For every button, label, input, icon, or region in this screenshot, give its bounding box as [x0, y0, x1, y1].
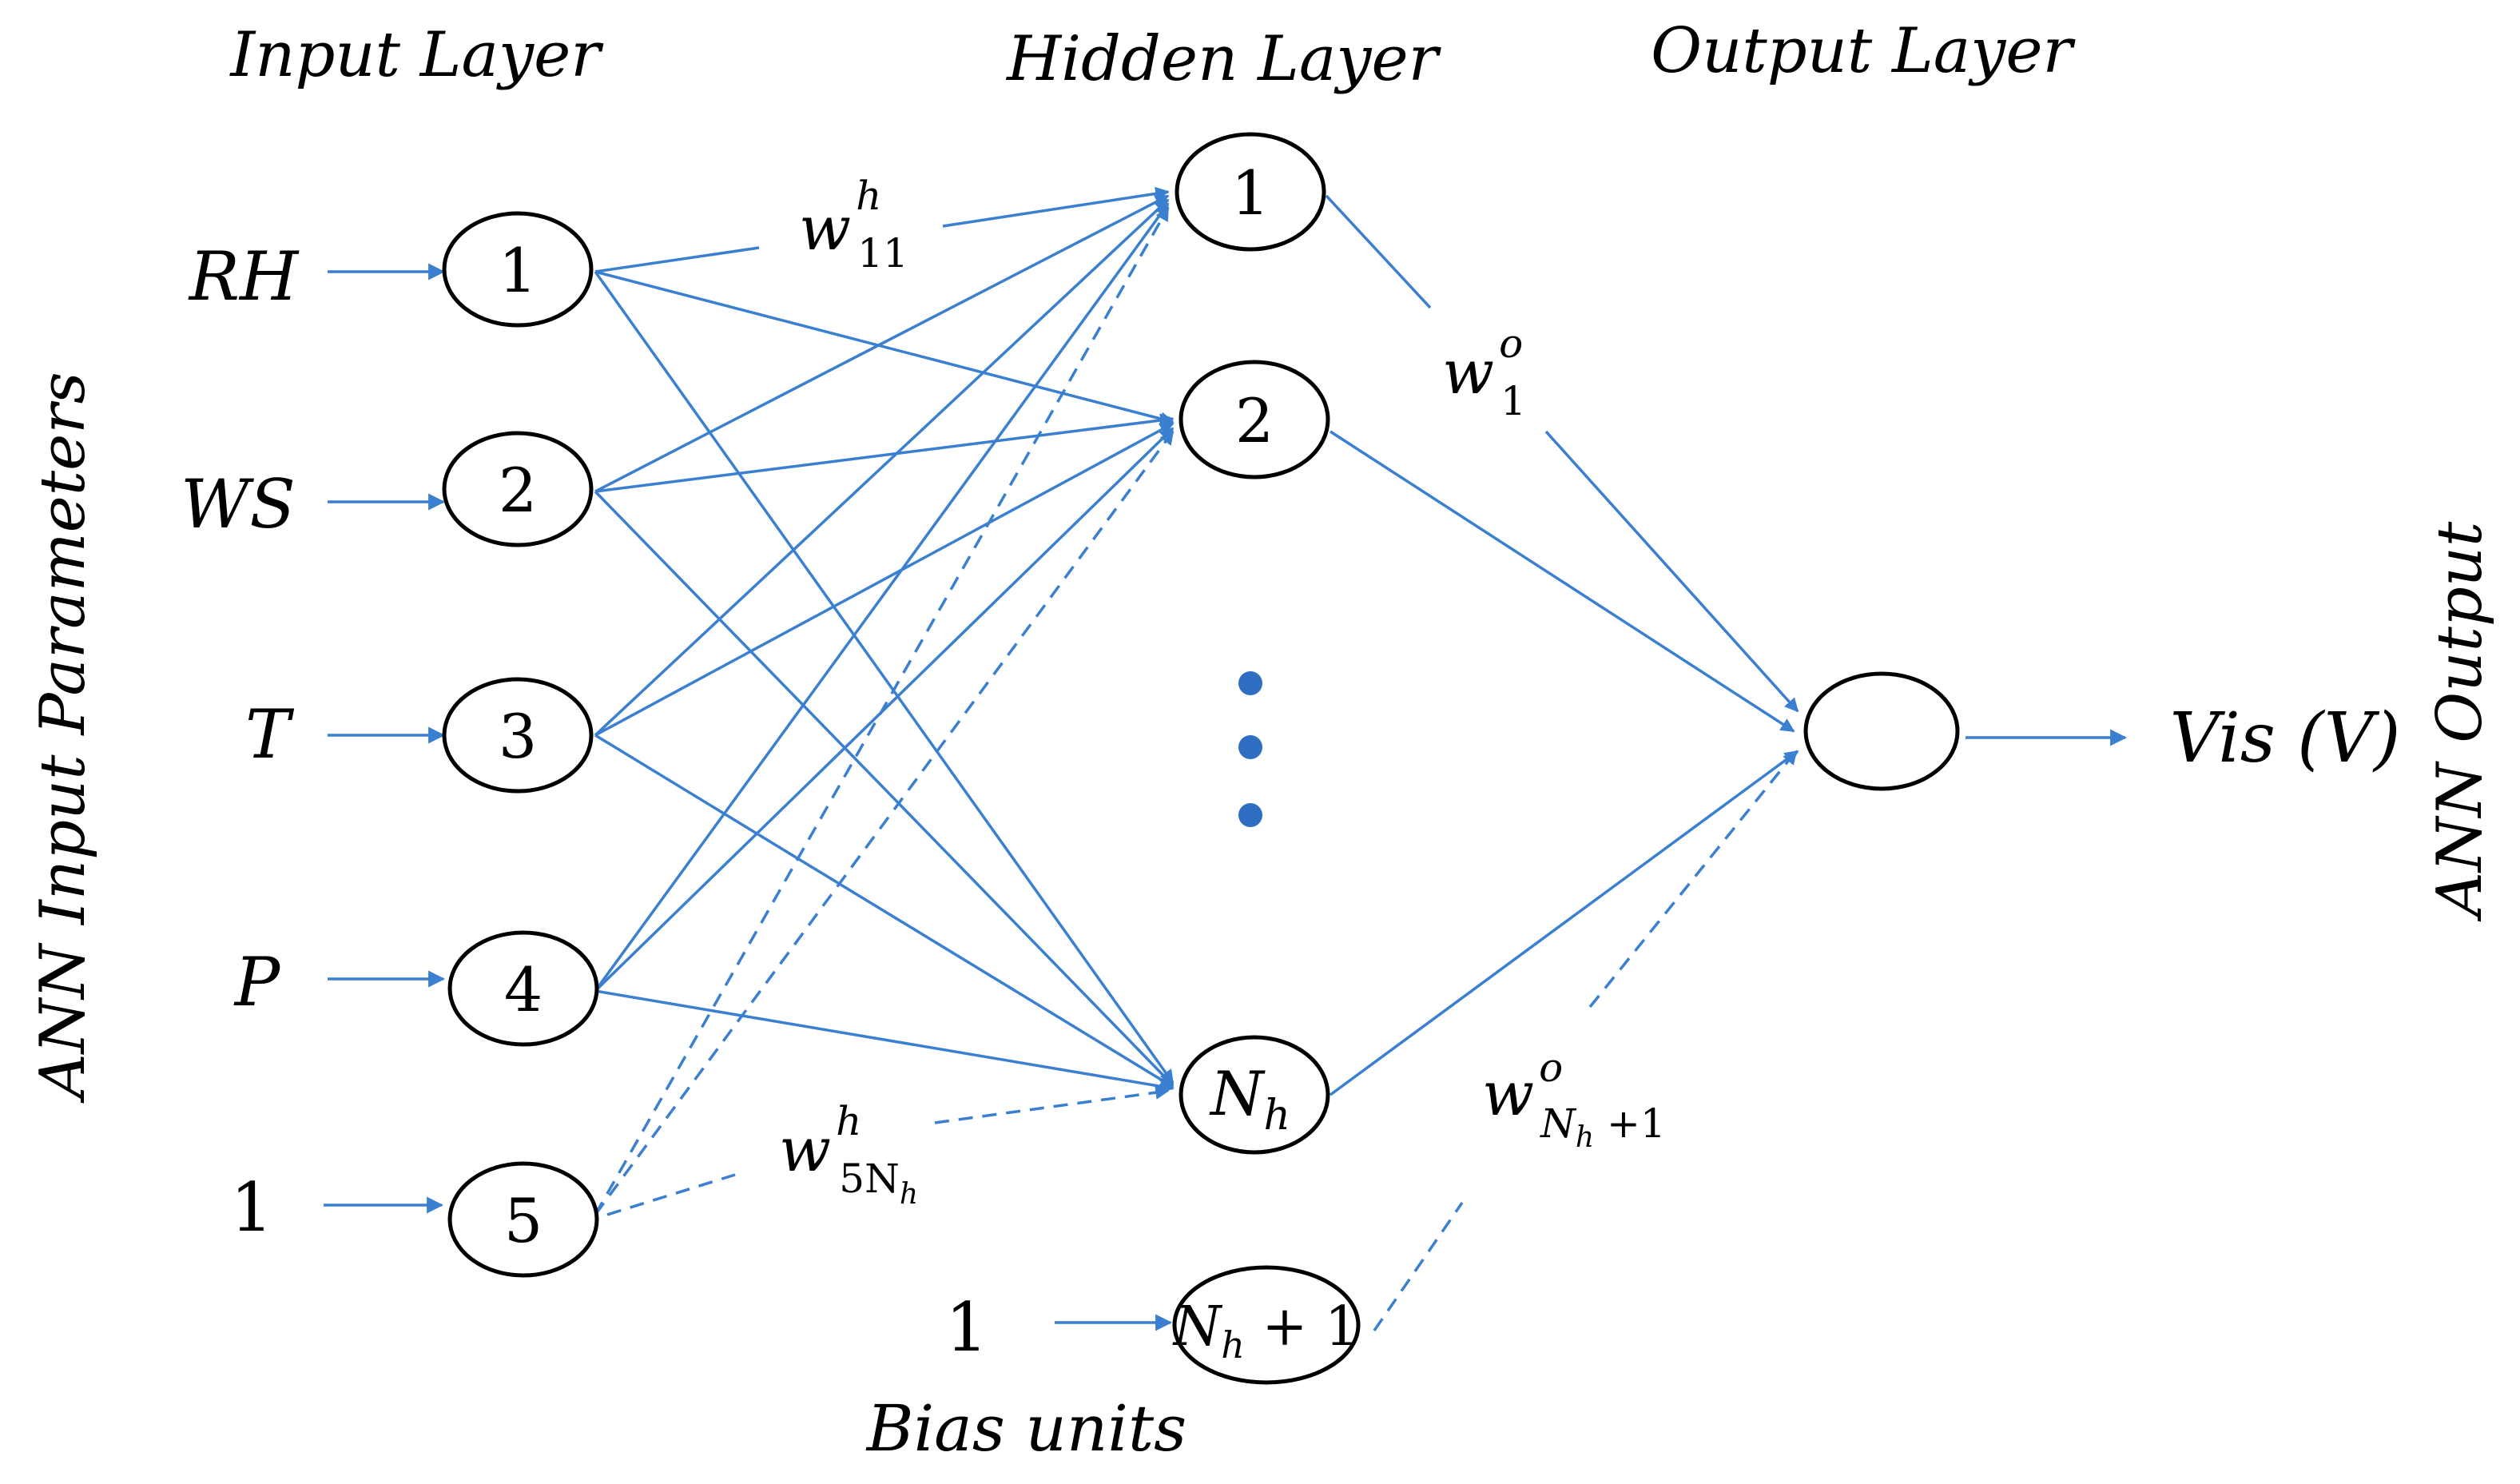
- edge-i1-h2: [594, 270, 1175, 426]
- input-layer-title: Input Layer: [229, 19, 604, 91]
- input-hidden-connections: [594, 186, 1175, 1094]
- input-arrows: [324, 263, 2128, 1331]
- input-node-1-label: 1: [499, 235, 537, 306]
- input-node-2-label: 2: [499, 455, 537, 526]
- input-node-5: 5: [447, 1161, 599, 1278]
- edge-h1-out-b: [1544, 430, 1799, 713]
- hidden-node-1: 1: [1175, 132, 1326, 252]
- edge-hn-out: [1329, 750, 1799, 1096]
- hidden-bias-input: 1: [945, 1288, 988, 1367]
- ellipsis-dot-1: [1238, 671, 1262, 695]
- edge-i4-hn: [594, 989, 1175, 1094]
- input-node-2: 2: [442, 431, 594, 547]
- edge-h2-out: [1330, 430, 1795, 733]
- hidden-bias-node-label: Nh + 1: [1172, 1295, 1360, 1367]
- edge-i3-h1: [594, 198, 1170, 737]
- input-node-4-label: 4: [504, 954, 543, 1025]
- output-variable-label: Vis (V): [2170, 698, 2401, 778]
- input-parameters-label: ANN Input Parameters: [27, 372, 99, 1103]
- edge-i1-h1a: [594, 246, 760, 273]
- hidden-node-nh: Nh: [1179, 1035, 1330, 1155]
- edge-bh-out-b: [1588, 750, 1798, 1009]
- hidden-output-connections: [1325, 194, 1799, 1096]
- input-var-t: T: [245, 695, 295, 774]
- bias-connections: [594, 206, 1798, 1331]
- input-node-5-label: 5: [504, 1185, 543, 1256]
- input-var-ws: WS: [181, 465, 296, 543]
- edge-i4-h1: [594, 202, 1170, 993]
- hidden-bias-node: Nh + 1: [1172, 1265, 1361, 1385]
- edge-i2-hn: [594, 490, 1175, 1087]
- input-node-3: 3: [442, 677, 594, 794]
- edge-i2-h2: [594, 413, 1175, 493]
- edge-i1-h1b: [942, 186, 1170, 228]
- edge-i3-hn: [594, 734, 1175, 1088]
- hidden-node-1-label: 1: [1231, 157, 1270, 229]
- edge-b5-hna: [606, 1173, 736, 1216]
- hidden-node-2-label: 2: [1235, 385, 1274, 456]
- output-node: [1803, 671, 1960, 791]
- ann-output-label: ANN Output: [2424, 521, 2496, 921]
- edge-b5-h1: [594, 206, 1170, 1215]
- input-node-4: 4: [447, 930, 599, 1047]
- hidden-layer-title: Hidden Layer: [1005, 23, 1442, 95]
- ellipsis-dot-2: [1238, 735, 1262, 759]
- edge-b5-h2: [594, 430, 1175, 1216]
- hidden-node-nh-label: Nh: [1209, 1058, 1290, 1140]
- edge-b5-hnb: [934, 1085, 1170, 1124]
- input-var-rh: RH: [188, 237, 300, 316]
- hidden-ellipsis-dots: [1238, 671, 1262, 827]
- edge-bh-out-a: [1373, 1202, 1464, 1331]
- input-node-3-label: 3: [499, 701, 537, 772]
- ellipsis-dot-3: [1238, 803, 1262, 827]
- edge-i3-h2: [594, 422, 1175, 737]
- edge-i1-hn: [594, 270, 1175, 1084]
- input-node-1: 1: [442, 211, 594, 328]
- output-layer-title: Output Layer: [1651, 15, 2076, 87]
- input-var-bias: 1: [230, 1168, 272, 1247]
- input-var-p: P: [233, 943, 281, 1021]
- edge-i2-h1: [594, 194, 1170, 493]
- bias-units-label: Bias units: [865, 1391, 1186, 1466]
- hidden-node-2: 2: [1179, 360, 1330, 479]
- edge-h1-out-a: [1325, 194, 1432, 309]
